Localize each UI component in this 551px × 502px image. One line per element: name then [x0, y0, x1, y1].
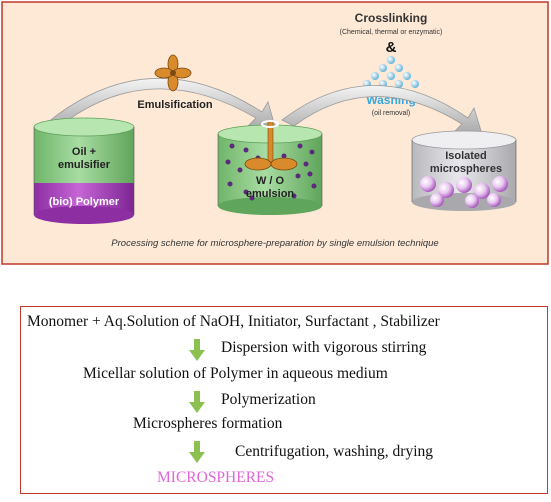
flow-step-micellar: Micellar solution of Polymer in aqueous … [83, 365, 388, 382]
washing-subtitle: (oil removal) [372, 110, 411, 117]
stirrer-fan-icon [154, 54, 192, 92]
emulsion-process-scheme: Crosslinking (Chemical, thermal or enzym… [1, 1, 549, 265]
flow-step-reactants: Monomer + Aq.Solution of NaOH, Initiator… [27, 313, 440, 330]
vessel1-label-line2: emulsifier [58, 159, 111, 171]
green-down-arrow-icon [189, 339, 205, 361]
microspheres-icon [420, 176, 508, 208]
green-down-arrow-icon [189, 441, 205, 463]
vessel3-label-line1: Isolated [445, 150, 487, 162]
flow-process-centrifugation: Centrifugation, washing, drying [235, 443, 434, 460]
crosslinking-subtitle: (Chemical, thermal or enzymatic) [340, 29, 443, 36]
scheme-caption: Processing scheme for microsphere-prepar… [111, 238, 438, 249]
vessel1-bottom-label: (bio) Polymer [49, 196, 120, 208]
vessel2-label-line2: emulsion [246, 188, 295, 200]
crosslinking-title: Crosslinking [355, 11, 428, 25]
ampersand: & [386, 39, 397, 56]
flow-process-dispersion: Dispersion with vigorous stirring [221, 339, 427, 356]
flow-final-product: MICROSPHERES [157, 469, 275, 486]
synthesis-flowchart: Monomer + Aq.Solution of NaOH, Initiator… [20, 306, 548, 494]
vessel-emulsion [217, 120, 323, 215]
flow-process-polymerization: Polymerization [221, 391, 316, 408]
emulsification-label: Emulsification [137, 99, 212, 111]
green-down-arrow-icon [189, 391, 205, 413]
vessel2-label-line1: W / O [256, 175, 285, 187]
flow-step-microspheres-formation: Microspheres formation [133, 415, 283, 432]
vessel-oil-polymer [33, 117, 135, 224]
vessel3-label-line2: microspheres [430, 163, 502, 175]
vessel1-label-line1: Oil + [72, 146, 96, 158]
